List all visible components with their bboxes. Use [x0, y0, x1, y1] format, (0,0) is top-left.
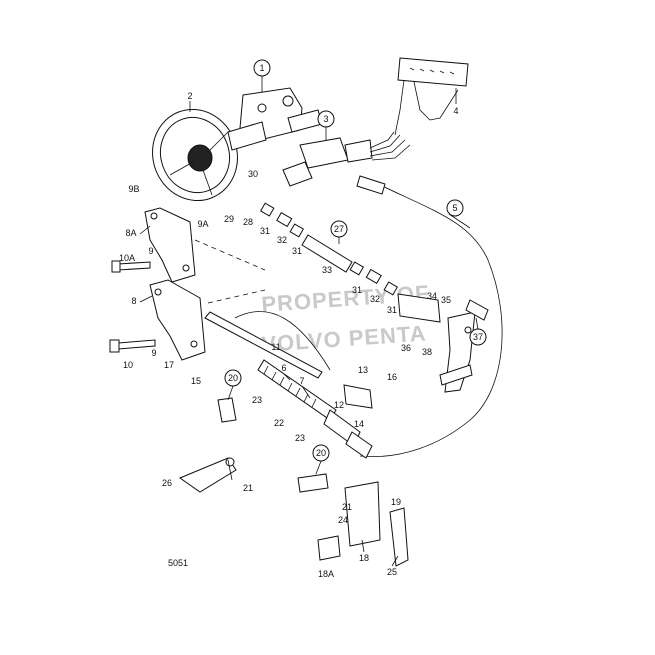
label-7: 7: [299, 376, 304, 386]
label-3-text: 3: [323, 114, 328, 124]
label-12: 12: [334, 400, 344, 410]
label-20-upper: 20: [224, 369, 242, 387]
label-33: 33: [322, 265, 332, 275]
label-5-text: 5: [452, 203, 457, 213]
label-18: 18: [359, 553, 369, 563]
label-24: 24: [338, 515, 348, 525]
control-bracket: [397, 293, 489, 393]
shaft-33: [301, 234, 353, 273]
label-9A: 9A: [197, 219, 208, 229]
label-21-right: 21: [342, 502, 352, 512]
steering-wheel: [152, 108, 238, 202]
label-23-upper: 23: [252, 395, 262, 405]
label-31-b: 31: [292, 246, 302, 256]
label-22: 22: [274, 418, 284, 428]
label-32-b: 32: [370, 294, 380, 304]
label-8: 8: [131, 296, 136, 306]
label-27-text: 27: [334, 224, 344, 234]
parts-drawing: [109, 57, 503, 567]
label-31-c: 31: [352, 285, 362, 295]
label-19: 19: [391, 497, 401, 507]
control-unit: [282, 131, 411, 187]
figure-id: 5051: [168, 558, 188, 568]
label-37: 37: [469, 328, 487, 346]
cable-11: [204, 311, 323, 379]
label-13: 13: [358, 365, 368, 375]
bolt-10: [109, 339, 156, 353]
label-11: 11: [271, 342, 280, 352]
label-27: 27: [330, 220, 348, 238]
bolt-10A: [111, 260, 151, 273]
label-20-upper-text: 20: [228, 373, 238, 383]
label-21-left: 21: [243, 483, 253, 493]
callout-labels: 1 2 3 4 5 6 7 8 8A 9 9 9A 9B 10 10A 11 1…: [119, 59, 487, 579]
label-17: 17: [164, 360, 174, 370]
label-15: 15: [191, 376, 201, 386]
label-4: 4: [453, 106, 458, 116]
label-34: 34: [427, 291, 437, 301]
connector-block: [394, 57, 469, 136]
label-23-lower: 23: [295, 433, 305, 443]
label-31-d: 31: [387, 305, 397, 315]
label-14: 14: [354, 419, 364, 429]
label-3: 3: [317, 110, 335, 128]
label-26: 26: [162, 478, 172, 488]
label-9-lower: 9: [151, 348, 156, 358]
label-20-lower-text: 20: [316, 448, 326, 458]
label-9-upper: 9: [148, 246, 153, 256]
label-29: 29: [224, 214, 234, 224]
label-25: 25: [387, 567, 397, 577]
label-20-lower: 20: [312, 444, 330, 462]
label-10A: 10A: [119, 253, 135, 263]
label-16: 16: [387, 372, 397, 382]
clevis-13: [343, 384, 373, 409]
label-37-text: 37: [473, 332, 483, 342]
bracket-8: [149, 279, 206, 361]
label-1: 1: [253, 59, 271, 77]
label-31-a: 31: [260, 226, 270, 236]
label-9B: 9B: [128, 184, 139, 194]
bracket-8A: [144, 207, 196, 283]
label-28: 28: [243, 217, 253, 227]
bracket-18: [344, 481, 381, 547]
label-35: 35: [441, 295, 451, 305]
leader-lines: [139, 76, 479, 567]
label-8A: 8A: [125, 228, 136, 238]
throttle-cable: [356, 175, 503, 458]
threaded-rod: [257, 359, 373, 459]
label-10: 10: [123, 360, 133, 370]
label-38: 38: [422, 347, 432, 357]
label-18A: 18A: [318, 569, 334, 579]
label-30: 30: [248, 169, 258, 179]
label-32-a: 32: [277, 235, 287, 245]
label-2: 2: [187, 91, 192, 101]
label-5: 5: [446, 199, 464, 217]
lever-26: [178, 457, 237, 493]
bushings: [259, 202, 399, 296]
label-1-text: 1: [259, 63, 264, 73]
helm-unit: [227, 87, 323, 151]
label-6: 6: [281, 363, 286, 373]
label-36: 36: [401, 343, 411, 353]
